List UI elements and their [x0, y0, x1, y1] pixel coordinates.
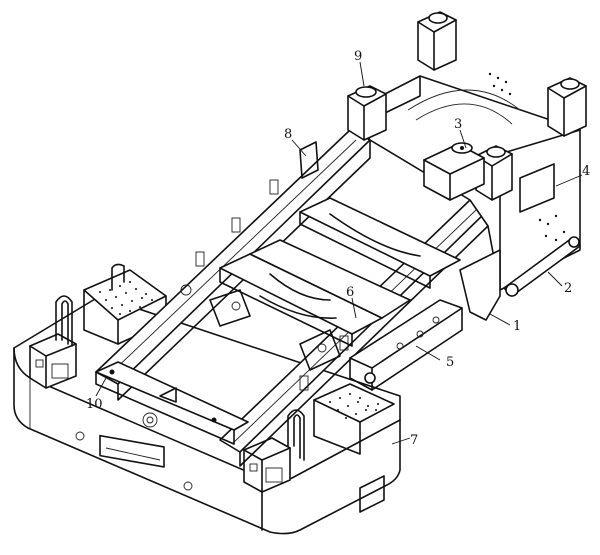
side-plate [459, 249, 501, 321]
axle-pivot-block [423, 142, 485, 201]
rear-mast-tower-left [417, 11, 457, 71]
rear-cross-member [95, 361, 249, 445]
leader-lines [95, 61, 583, 445]
middle-cross-frame [209, 197, 461, 371]
callout-6: 6 [346, 285, 354, 300]
mounting-bracket [349, 299, 463, 391]
left-mast-tower [347, 85, 387, 141]
callout-7: 7 [410, 433, 418, 448]
callout-9: 9 [354, 49, 362, 64]
callout-4: 4 [582, 164, 590, 179]
side-link [503, 236, 581, 297]
right-mast-tower [547, 77, 587, 137]
front-mast-tower-right [475, 145, 513, 201]
left-lifting-block [29, 295, 77, 389]
callout-1: 1 [513, 319, 521, 334]
callout-2: 2 [564, 281, 572, 296]
callout-10: 10 [86, 397, 103, 412]
callout-3: 3 [454, 117, 462, 132]
callout-8: 8 [284, 127, 292, 142]
callout-5: 5 [446, 355, 454, 370]
right-step-plate [313, 383, 395, 455]
